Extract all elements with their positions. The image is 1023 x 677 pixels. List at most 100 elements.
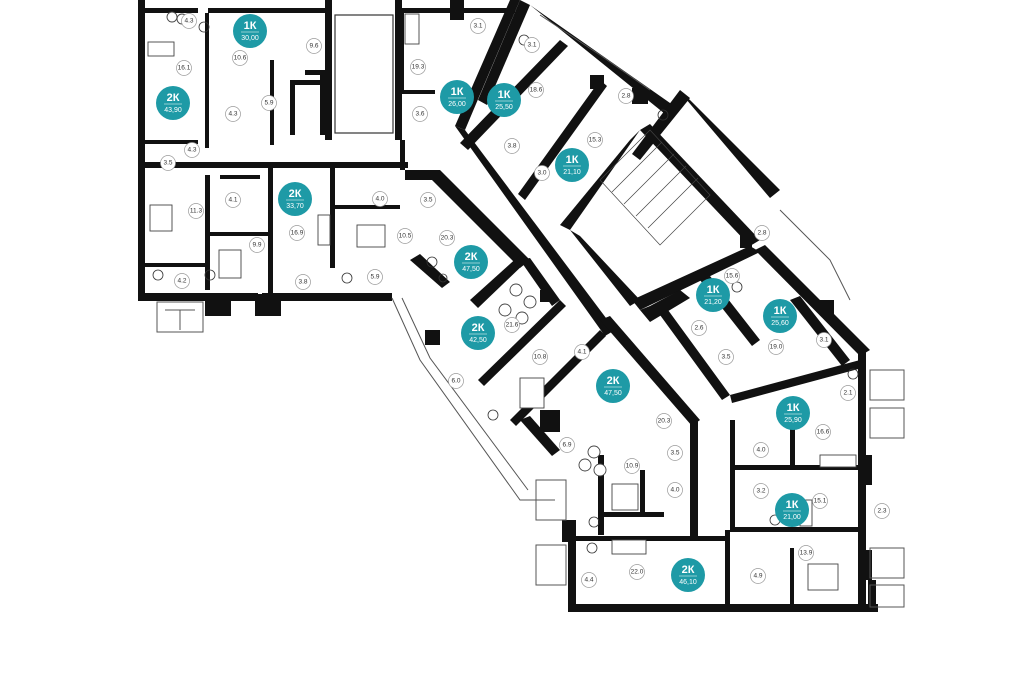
room-area-circle [840,385,856,401]
room-area-circle [691,320,707,336]
apartment-area: 42,50 [469,337,487,344]
room-area-label: 4.9 [750,568,766,584]
apartment-badge-circle[interactable] [555,148,589,182]
room-area-circle [574,344,590,360]
room-area-circle [174,273,190,289]
apartment-type: 2К [465,251,478,263]
apartment-badge-circle[interactable] [696,278,730,312]
room-area-value: 3.8 [507,143,516,150]
room-area-value: 16.6 [817,429,830,436]
apartment-badge-circle[interactable] [776,396,810,430]
apartment-badge-circle[interactable] [775,493,809,527]
room-area-value: 3.8 [298,279,307,286]
apartment-badge[interactable]: 1К 25,60 [763,299,797,333]
room-area-value: 4.0 [375,196,384,203]
room-area-value: 19.0 [770,344,783,351]
room-area-circle [367,269,383,285]
apartment-badge[interactable]: 2К 47,50 [454,245,488,279]
apartment-badge-circle[interactable] [156,86,190,120]
room-area-label: 4.1 [225,192,241,208]
apartment-area: 43,90 [164,107,182,114]
apartment-badge-circle[interactable] [461,316,495,350]
room-area-value: 2.3 [877,508,886,515]
apartment-area: 21,20 [704,299,722,306]
room-area-label: 4.2 [174,273,190,289]
room-area-circle [261,95,277,111]
room-area-label: 10.5 [397,228,413,244]
room-area-label: 3.5 [718,349,734,365]
apartment-badge-circle[interactable] [596,369,630,403]
room-area-circle [768,339,784,355]
apartment-badge[interactable]: 1К 21,20 [696,278,730,312]
room-area-circle [410,59,426,75]
room-area-label: 19.0 [768,339,784,355]
apartment-type: 1К [451,86,464,98]
room-area-value: 4.3 [187,147,196,154]
room-area-value: 4.3 [184,18,193,25]
room-area-circle [724,268,740,284]
room-area-value: 3.5 [163,160,172,167]
room-area-value: 21.6 [506,322,519,329]
room-area-label: 19.3 [410,59,426,75]
apartment-badge-circle[interactable] [233,14,267,48]
room-area-value: 3.1 [473,23,482,30]
room-area-circle [397,228,413,244]
room-area-value: 3.5 [670,450,679,457]
room-area-label: 4.4 [581,572,597,588]
room-area-value: 3.6 [415,111,424,118]
apartment-type: 1К [707,284,720,296]
room-area-circle [581,572,597,588]
room-area-circle [225,192,241,208]
apartment-badge-circle[interactable] [671,558,705,592]
room-area-label: 18.6 [528,82,544,98]
apartment-area: 25,60 [771,320,789,327]
room-area-value: 2.8 [757,230,766,237]
apartment-area: 25,90 [784,417,802,424]
apartment-area: 47,50 [462,266,480,273]
room-area-circle [718,349,734,365]
room-area-label: 13.9 [798,545,814,561]
apartment-badge-circle[interactable] [763,299,797,333]
room-area-label: 11.3 [188,203,204,219]
room-area-label: 16.6 [815,424,831,440]
plants [152,21,859,554]
apartment-badge-circle[interactable] [487,83,521,117]
room-area-label: 10.6 [232,50,248,66]
room-area-circle [629,564,645,580]
room-area-circle [181,13,197,29]
room-area-value: 4.1 [577,349,586,356]
apartment-badge-circle[interactable] [454,245,488,279]
room-area-value: 5.9 [370,274,379,281]
room-area-circle [753,483,769,499]
room-area-value: 4.2 [177,278,186,285]
apartment-type: 2К [607,375,620,387]
room-area-label: 16.1 [176,60,192,76]
apartment-type: 1К [787,402,800,414]
room-area-circle [624,458,640,474]
apartment-badge-circle[interactable] [278,182,312,216]
apartment-badge-circle[interactable] [440,80,474,114]
room-area-label: 9.6 [306,38,322,54]
room-area-label: 2.1 [840,385,856,401]
room-area-circle [176,60,192,76]
room-area-circle [754,225,770,241]
room-area-circle [587,132,603,148]
room-area-circle [504,317,520,333]
room-area-circle [667,482,683,498]
room-area-label: 5.9 [367,269,383,285]
room-area-value: 20.3 [658,418,671,425]
apartment-type: 1К [774,305,787,317]
room-area-value: 4.9 [753,573,762,580]
apartment-badge[interactable]: 1К 25,90 [776,396,810,430]
room-area-label: 4.0 [753,442,769,458]
